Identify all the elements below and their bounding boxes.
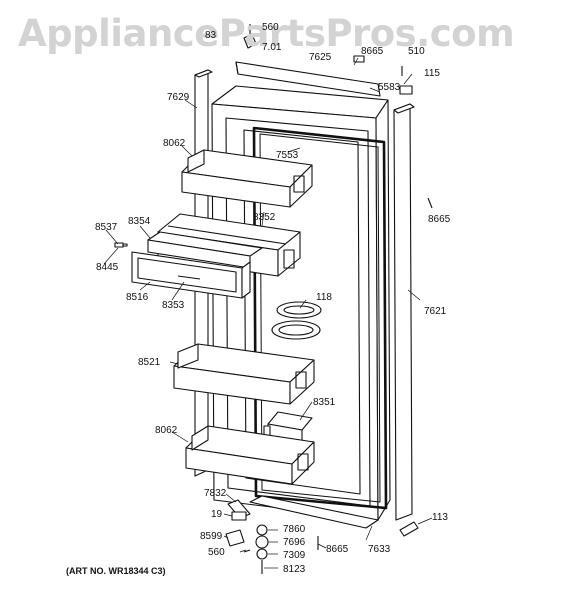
dairy-label-bar — [177, 275, 201, 280]
callout-label: 19 — [211, 509, 223, 520]
callout-label: 8445 — [96, 262, 119, 273]
callout-label: 8353 — [162, 300, 185, 311]
callout-label: 113 — [432, 512, 448, 523]
door-bin-middle — [173, 343, 315, 405]
door-trim-right — [393, 103, 415, 521]
callout-label: 7.01 — [262, 42, 282, 53]
callout-label: 560 — [208, 547, 225, 558]
art-number: (ART NO. WR18344 C3) — [66, 566, 166, 576]
callout-label: 5583 — [378, 82, 401, 93]
callout-label: 7629 — [167, 92, 190, 103]
callout-label: 7625 — [309, 52, 332, 63]
callout-leaders — [103, 57, 433, 569]
callout-label: 8537 — [95, 222, 118, 233]
hinge-pin — [114, 242, 128, 248]
callout-label: 83 — [205, 30, 217, 41]
callout-label: 510 — [408, 46, 425, 57]
callout-label: 8665 — [361, 46, 384, 57]
callout-label: 8521 — [138, 357, 161, 368]
watermark: AppliancePartsPros.com — [18, 12, 515, 55]
callout-label: 560 — [262, 22, 279, 33]
door-trim-top — [235, 61, 381, 97]
egg-tray — [271, 301, 322, 340]
callout-label: 7860 — [283, 524, 306, 535]
top-hinge-hardware — [243, 24, 433, 209]
callout-label: 7309 — [283, 550, 306, 561]
callout-label: 8352 — [253, 212, 276, 223]
callout-label: 8665 — [326, 544, 349, 555]
callout-label: 8351 — [313, 397, 336, 408]
callout-label: 7832 — [204, 488, 227, 499]
door-bin-top — [181, 149, 313, 208]
callout-label: 8665 — [428, 214, 451, 225]
bottom-hinge-hardware — [225, 511, 419, 574]
callout-label: 8516 — [126, 292, 149, 303]
callout-label: 118 — [316, 292, 332, 303]
callout-label: 7633 — [368, 544, 391, 555]
dairy-face-panel — [131, 251, 251, 299]
callout-label: 8599 — [200, 531, 223, 542]
callout-label: 7553 — [276, 150, 299, 161]
callout-label: 8123 — [283, 564, 306, 575]
callout-label: 7621 — [424, 306, 447, 317]
callout-label: 8062 — [163, 138, 186, 149]
callout-label: 115 — [424, 68, 440, 79]
door-bin-bottom — [185, 425, 315, 485]
callout-label: 8062 — [155, 425, 178, 436]
callout-label: 8354 — [128, 216, 151, 227]
callout-label: 7696 — [283, 537, 306, 548]
